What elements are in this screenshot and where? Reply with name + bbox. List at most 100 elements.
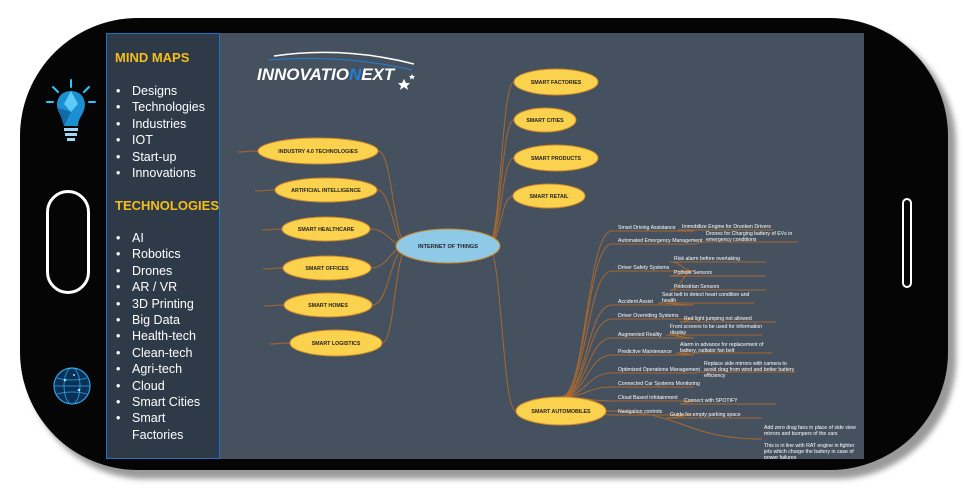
node-label: INDUSTRY 4.0 TECHNOLOGIES [278,149,358,155]
list-item[interactable]: Robotics [115,246,219,263]
node-label: SMART FACTORIES [531,80,582,86]
automobile-detail-text: Connect with SPOTIFY [684,398,738,404]
automobile-branch-label[interactable]: Driver Safety Systems [618,265,670,271]
right-node[interactable]: SMART AUTOMOBILES [515,396,607,426]
list-item[interactable]: Industries [115,116,205,133]
list-item[interactable]: Innovations [115,165,205,182]
automobile-branch-label[interactable]: Predictive Maintenance [618,349,672,355]
connector-stub [237,150,259,153]
automobile-detail-text: Red light jumping not allowed [684,316,752,322]
automobile-detail-text: Pothole Sensors [674,270,713,276]
automobile-detail-text: Drones for Charging battery of EVs in em… [706,231,793,243]
list-item[interactable]: Smart Cities [115,394,219,411]
list-item[interactable]: Start-up [115,149,205,166]
technologies-list: AI Robotics Drones AR / VR 3D Printing B… [115,230,219,443]
list-item[interactable]: Cloud [115,378,219,395]
node-label: SMART AUTOMOBILES [531,409,591,415]
automobile-branch-label[interactable]: Connected Car Systems Monitoring [618,381,700,387]
automobile-detail-text: Front screens to be used for information… [670,324,762,336]
automobile-detail-text: Guide for empty parking space [670,412,741,418]
connector-line [487,245,517,412]
connector-line [487,81,515,247]
list-item[interactable]: Technologies [115,99,205,116]
right-node[interactable]: SMART RETAIL [512,183,586,209]
automobile-branch-line [560,337,613,398]
node-label: SMART HEALTHCARE [298,227,355,233]
connector-line [487,119,515,247]
right-node[interactable]: SMART CITIES [513,107,577,133]
automobile-branch-label[interactable]: Navigation controls [618,409,663,415]
automobile-branch-label[interactable]: Smart Driving Assistance [618,225,676,231]
left-node[interactable]: SMART OFFICES [282,255,372,281]
automobile-detail-text: Replace side mirrors with camera to avoi… [704,361,795,379]
automobile-detail-text: Seat belt to detect heart condition and … [662,292,750,304]
automobile-branch-label[interactable]: Optimized Operations Management [618,367,700,373]
globe-icon [53,367,91,405]
innovationext-logo: INNOVATIONEXT [257,51,415,90]
connector-line [487,157,515,247]
connector-stub [263,304,285,307]
node-label: INTERNET OF THINGS [418,244,478,250]
list-item[interactable]: AI [115,230,219,247]
screen: MIND MAPS Designs Technologies Industrie… [106,33,864,459]
node-label: SMART HOMES [308,303,348,309]
list-item[interactable]: Agri-tech [115,361,219,378]
left-node[interactable]: SMART HOMES [283,292,373,318]
automobile-branch-label[interactable]: Augmented Reality [618,332,662,338]
iot-mind-map: INDUSTRY 4.0 TECHNOLOGIES ARTIFICIAL INTE… [237,68,798,440]
right-node[interactable]: SMART PRODUCTS [513,144,599,172]
automobile-detail-note: Add zero drag fans in place of side view… [764,425,856,437]
mind-map-nodes: INDUSTRY 4.0 TECHNOLOGIES ARTIFICIAL INTE… [257,68,703,426]
list-item[interactable]: Health-tech [115,328,219,345]
node-label: SMART PRODUCTS [531,156,581,162]
automobile-branch-label[interactable]: Automated Emergency Management [618,238,703,244]
sidebar: MIND MAPS Designs Technologies Industrie… [106,33,220,459]
connector-stub [261,228,283,231]
connector-stub [254,189,276,192]
automobile-branch-line [560,270,613,398]
list-item[interactable]: Smart Factories [115,410,219,443]
automobile-branch-label[interactable]: Accident Assist [618,299,653,305]
side-button[interactable] [902,198,912,288]
node-label: SMART CITIES [526,118,564,124]
left-node[interactable]: INDUSTRY 4.0 TECHNOLOGIES [257,137,379,165]
detail-line [693,371,701,374]
automobile-detail-text: Alarm in advance for replacement of batt… [680,342,764,354]
right-node[interactable]: SMART FACTORIES [513,68,599,96]
automobile-detail-text: Pedestrian Sensors [674,284,720,290]
list-item[interactable]: IOT [115,132,205,149]
list-item[interactable]: Designs [115,83,205,100]
list-item[interactable]: AR / VR [115,279,219,296]
list-item[interactable]: Big Data [115,312,219,329]
automobile-detail-note: This is in line with RAT engine in fight… [764,443,855,459]
automobile-branch-line [560,304,613,398]
automobile-detail-text: Risk alarm before overtaking [674,256,741,262]
list-item[interactable]: Drones [115,263,219,280]
automobile-branch-line [560,318,613,398]
node-label: SMART RETAIL [529,194,569,200]
node-label: SMART OFFICES [305,266,349,272]
list-item[interactable]: 3D Printing [115,296,219,313]
lightbulb-icon [46,79,96,141]
list-item[interactable]: Clean-tech [115,345,219,362]
connector-stub [262,267,284,270]
detail-line [669,270,695,291]
node-label: SMART LOGISTICS [312,341,361,347]
connector-line [377,150,409,247]
connector-stub [269,342,291,345]
automobile-detail-text: Immobilize Engine for Drunken Drivers [682,224,771,230]
automobile-branch-line [560,230,613,398]
center-node[interactable]: INTERNET OF THINGS [395,228,501,264]
left-node[interactable]: SMART HEALTHCARE [281,216,371,242]
automobile-branch-label[interactable]: Cloud Based Infotainment [618,395,678,401]
home-button[interactable] [46,190,90,294]
node-label: ARTIFICIAL INTELLIGENCE [291,188,361,194]
left-node[interactable]: ARTIFICIAL INTELLIGENCE [274,177,378,203]
svg-text:INNOVATIONEXT: INNOVATIONEXT [257,65,396,84]
left-node[interactable]: SMART LOGISTICS [289,329,383,357]
technologies-heading: TECHNOLOGIES [115,198,220,213]
automobile-branch-label[interactable]: Driver Overriding Systems [618,313,679,319]
detail-line [605,410,763,440]
automobile-branch-line [560,243,613,398]
mind-maps-heading: MIND MAPS [115,50,190,65]
